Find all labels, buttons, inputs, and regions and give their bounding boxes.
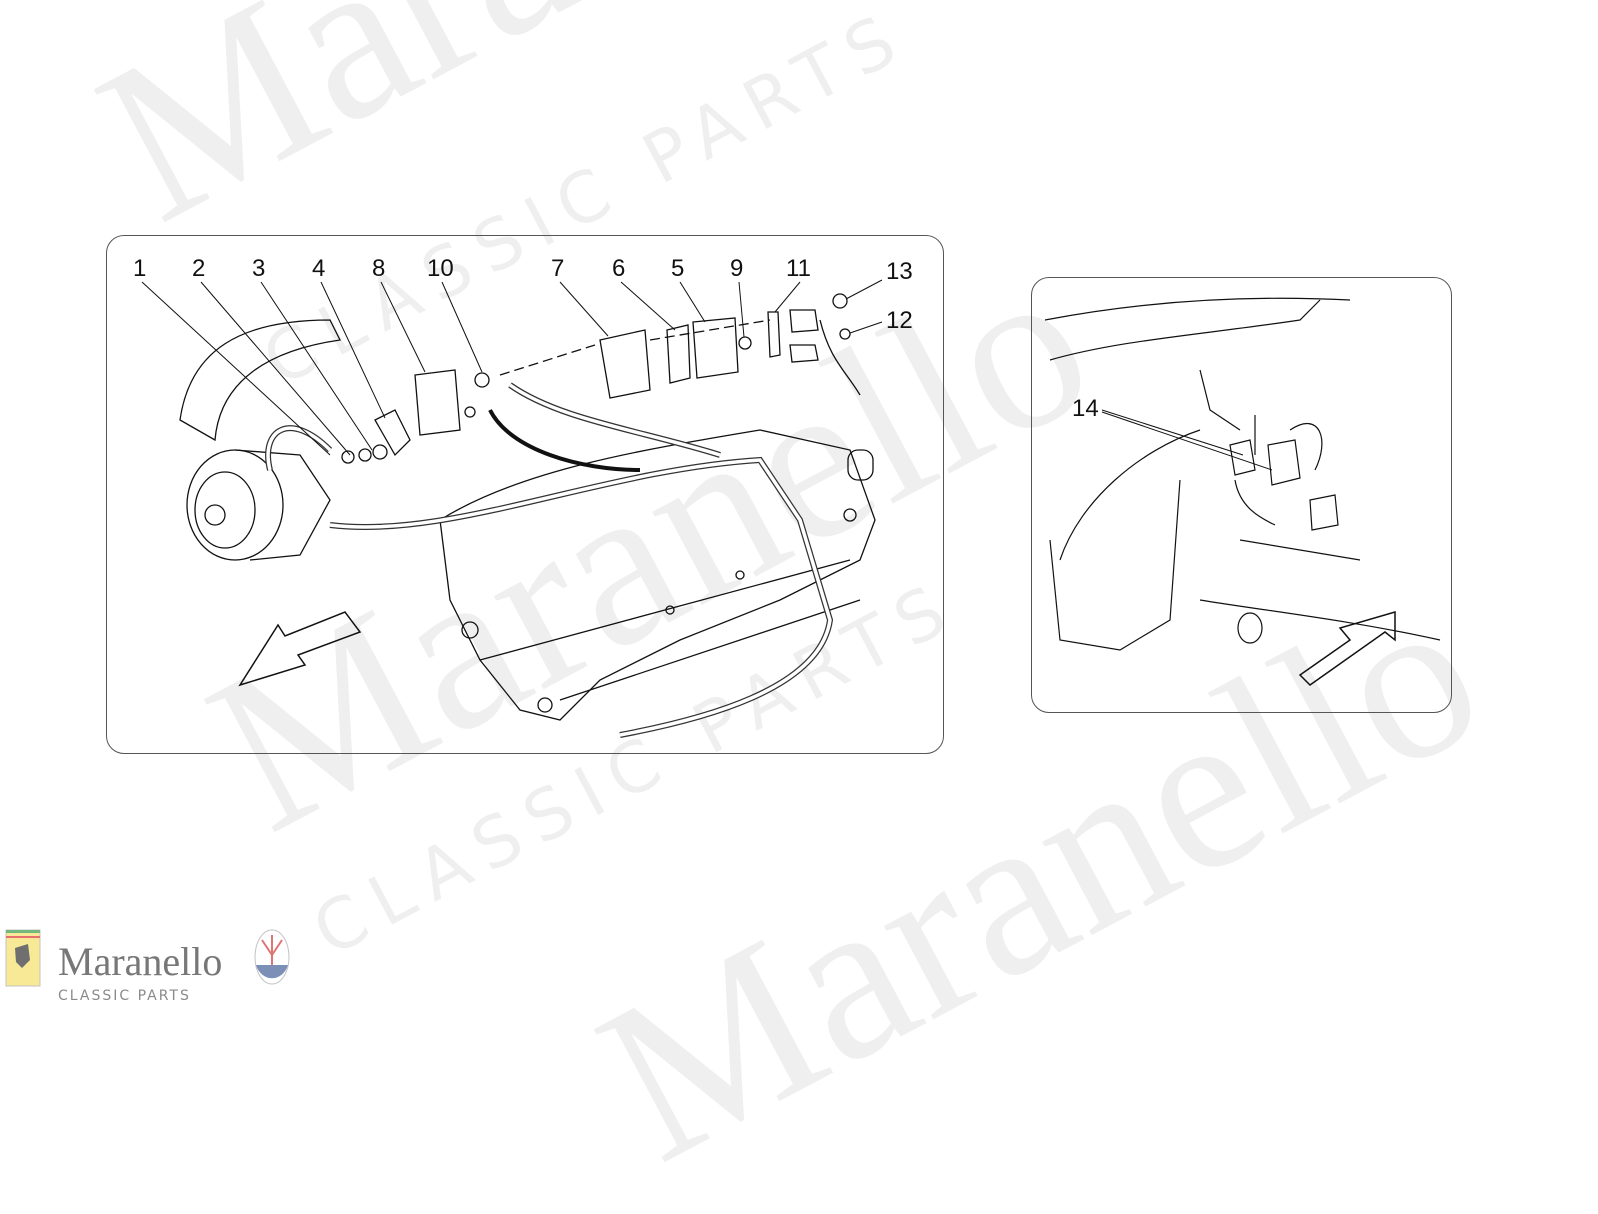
parts-diagram: 1 2 3 4 8 10 7 6 5 9 11 13 12 14 xyxy=(5,255,1441,987)
callout-12: 12 xyxy=(886,307,913,334)
callout-4: 4 xyxy=(312,255,325,282)
callout-9: 9 xyxy=(730,255,743,282)
engine-drawing xyxy=(179,293,876,738)
callout-13: 13 xyxy=(886,258,913,285)
callout-14: 14 xyxy=(1072,395,1099,422)
callout-10: 10 xyxy=(427,255,454,282)
maserati-logo xyxy=(254,929,290,985)
callout-2: 2 xyxy=(192,255,205,282)
callout-7: 7 xyxy=(551,255,564,282)
callout-11: 11 xyxy=(786,255,811,282)
main-diagram-panel xyxy=(106,235,944,754)
logo-tagline: CLASSIC PARTS xyxy=(58,988,191,1004)
logo-brand: Maranello xyxy=(58,939,223,984)
callout-1: 1 xyxy=(133,255,146,282)
callout-6: 6 xyxy=(612,255,625,282)
callout-3: 3 xyxy=(252,255,265,282)
inset-drawing xyxy=(1044,297,1441,686)
callout-labels: 1 2 3 4 8 10 7 6 5 9 11 13 12 14 xyxy=(133,255,1099,422)
callout-5: 5 xyxy=(671,255,684,282)
callout-8: 8 xyxy=(372,255,385,282)
leader-lines xyxy=(141,279,1273,471)
ferrari-logo xyxy=(5,929,41,987)
inset-diagram-panel xyxy=(1031,277,1452,713)
